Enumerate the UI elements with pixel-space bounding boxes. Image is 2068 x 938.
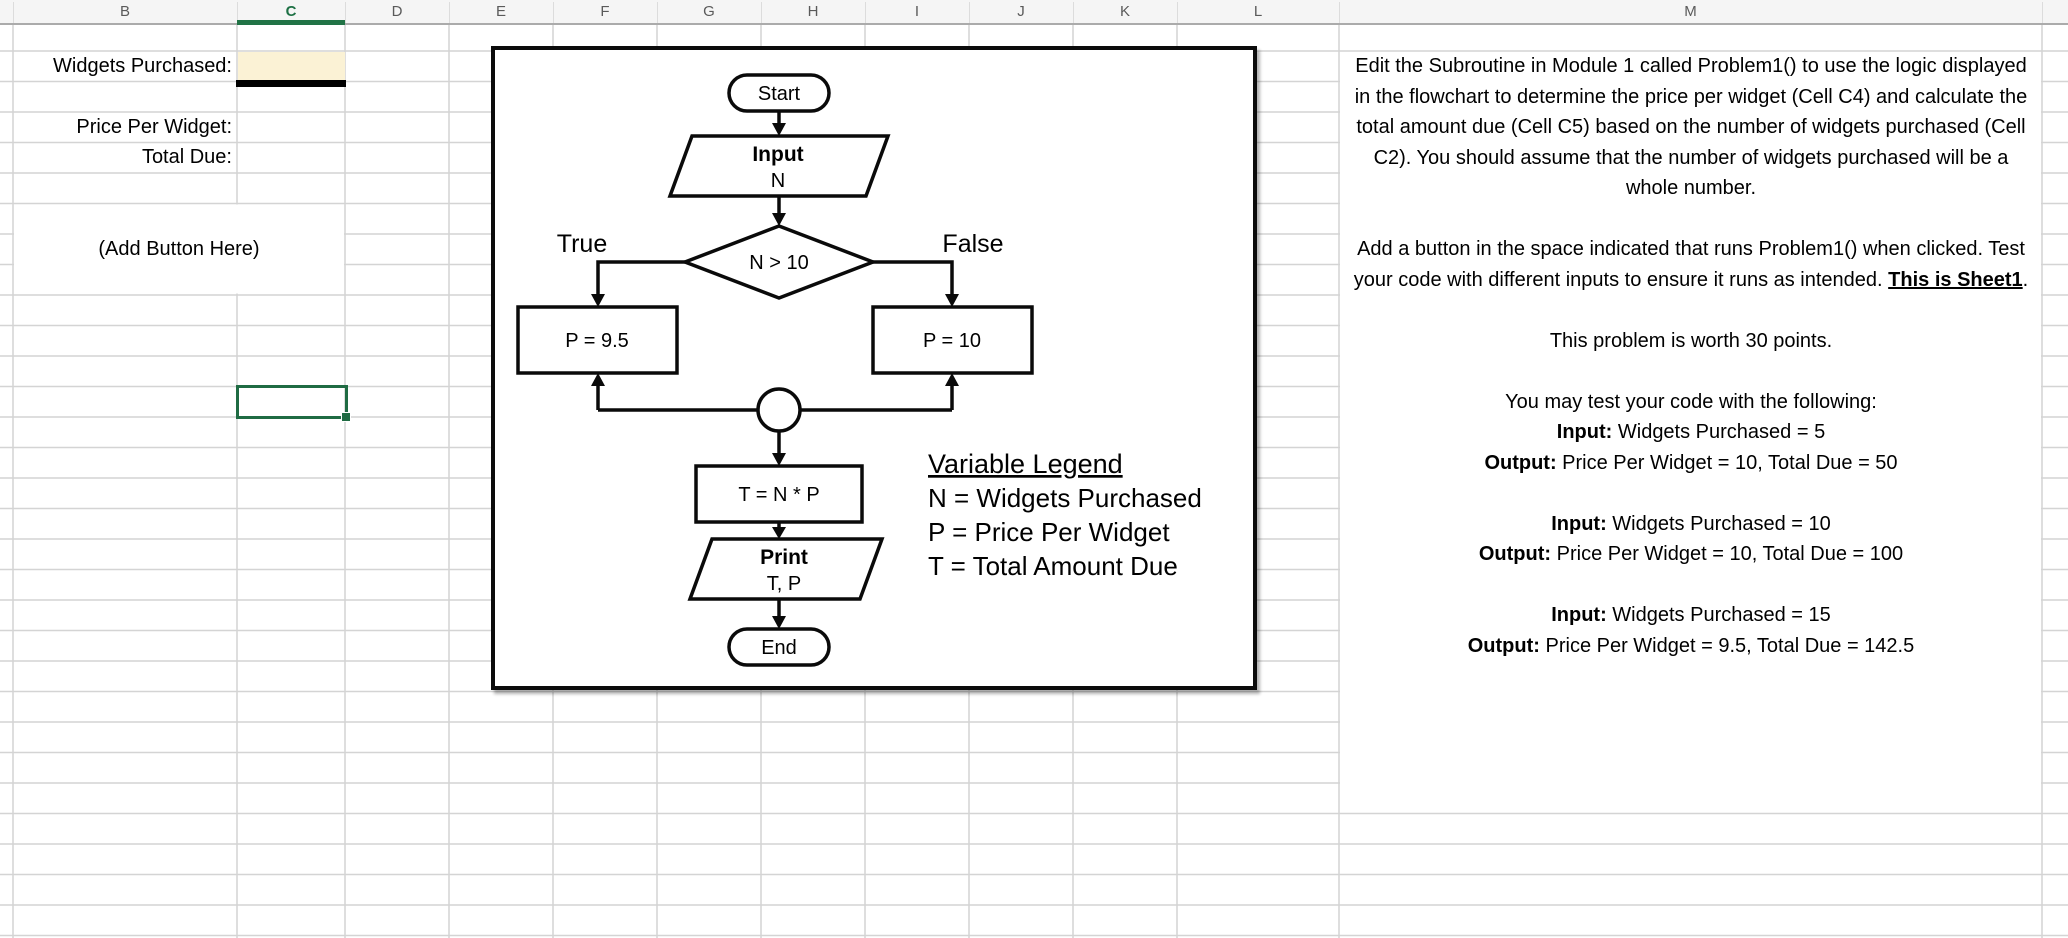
selected-cell-c13[interactable]	[236, 385, 351, 422]
column-header-f[interactable]: F	[600, 3, 610, 20]
decision-label: N > 10	[749, 252, 808, 274]
column-header-b[interactable]: B	[119, 3, 130, 20]
connector-node	[756, 387, 802, 433]
instruction-line: whole number.	[1625, 177, 1757, 199]
input-node	[667, 134, 891, 198]
widgets-purchased-label[interactable]: Widgets Purchased:	[53, 55, 232, 77]
instruction-line: Edit the Subroutine in Module 1 called P…	[1355, 55, 2027, 77]
selected-column-indicator	[237, 20, 345, 25]
column-header-i[interactable]: I	[914, 3, 920, 20]
legend-p: P = Price Per Widget	[928, 517, 1170, 547]
add-button-placeholder-cell[interactable]: (Add Button Here)	[98, 238, 260, 260]
test-input-line: Input: Widgets Purchased = 5	[1556, 421, 1826, 443]
column-header-g[interactable]: G	[703, 3, 715, 20]
column-header-k[interactable]: K	[1119, 3, 1130, 20]
fill-handle[interactable]	[341, 412, 351, 422]
instruction-line: C2). You should assume that the number o…	[1373, 146, 2009, 169]
test-output-line: Output: Price Per Widget = 10, Total Due…	[1478, 543, 1904, 565]
compute-label: T = N * P	[738, 484, 819, 506]
cell-c2-thick-bottom-border	[236, 80, 346, 87]
decision-node	[680, 224, 878, 300]
legend-t: T = Total Amount Due	[928, 551, 1178, 581]
end-label: End	[761, 637, 797, 659]
instruction-line: total amount due (Cell C5) based on the …	[1356, 116, 2026, 138]
compute-node	[694, 464, 864, 524]
legend-n: N = Widgets Purchased	[928, 483, 1202, 513]
print-node	[687, 537, 885, 601]
column-header-l[interactable]: L	[1253, 3, 1263, 20]
branch-true-node	[516, 305, 679, 375]
input-title: Input	[752, 143, 803, 166]
false-label: False	[942, 230, 1003, 258]
header-bottom-border	[0, 23, 2068, 25]
points-line: This problem is worth 30 points.	[1549, 329, 1833, 352]
column-header-h[interactable]: H	[807, 3, 819, 20]
input-var: N	[771, 170, 785, 192]
cell-c2-input[interactable]	[238, 52, 345, 80]
column-header-strip: B C D E F G H I J K L M	[0, 0, 2068, 23]
true-label: True	[557, 230, 607, 258]
start-node	[727, 73, 831, 113]
flowchart-image[interactable]: Start Input N N > 10 True False P = 9.5 …	[491, 46, 1257, 690]
print-title: Print	[760, 546, 808, 569]
price-per-widget-label[interactable]: Price Per Widget:	[76, 116, 232, 138]
total-due-label[interactable]: Total Due:	[141, 146, 232, 168]
sheet1-emphasis: This is Sheet1	[1888, 268, 2023, 291]
branch-false-label: P = 10	[923, 330, 981, 352]
column-header-e[interactable]: E	[495, 3, 506, 20]
test-intro-line: You may test your code with the followin…	[1505, 390, 1877, 413]
test-input-line: Input: Widgets Purchased = 15	[1551, 604, 1831, 626]
column-header-j[interactable]: J	[1017, 3, 1025, 20]
branch-true-label: P = 9.5	[565, 330, 629, 352]
arrowheads	[591, 123, 959, 629]
instruction-line: your code with different inputs to ensur…	[1353, 268, 2029, 291]
test-input-line: Input: Widgets Purchased = 10	[1551, 512, 1831, 535]
merged-cell-mask-instructions	[1340, 52, 2041, 812]
print-vars: T, P	[767, 573, 801, 595]
end-node	[727, 627, 831, 667]
start-label: Start	[758, 83, 801, 105]
test-output-line: Output: Price Per Widget = 9.5, Total Du…	[1467, 634, 1915, 657]
legend-title: Variable Legend	[928, 449, 1123, 479]
column-header-m[interactable]: M	[1684, 3, 1697, 20]
column-header-c[interactable]: C	[285, 3, 297, 20]
instruction-line: in the flowchart to determine the price …	[1354, 85, 2028, 108]
instructions-cell[interactable]: Edit the Subroutine in Module 1 called P…	[1341, 51, 2041, 661]
instruction-line: Add a button in the space indicated that…	[1357, 238, 2025, 260]
column-header-d[interactable]: D	[391, 3, 403, 20]
test-output-line: Output: Price Per Widget = 10, Total Due…	[1484, 451, 1898, 474]
merged-cell-mask-add-button	[14, 204, 344, 294]
branch-false-node	[871, 305, 1034, 375]
